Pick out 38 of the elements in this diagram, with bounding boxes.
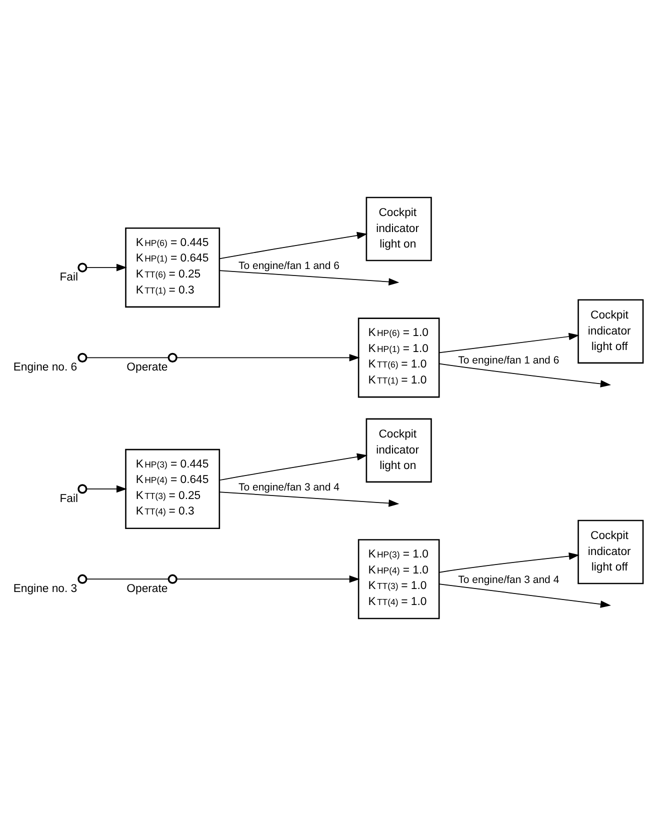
arrow [219,270,400,285]
node-box: Cockpit indicator light on [366,196,432,261]
arrow [438,362,612,387]
node-box: KHP(6) = 1.0 KHP(1) = 1.0 KTT(6) = 1.0 KTT(1) = 1.0 [358,317,440,398]
arrow [219,231,368,259]
node-box: KHP(3) = 0.445 KHP(4) = 0.645 KTT(3) = 0.25 KTT(4) = 0.3 [125,448,220,528]
connector [86,356,169,358]
arrow [438,332,580,353]
edge-label: To engine/fan 1 and 6 [238,259,340,272]
node-box: Cockpit indicator light off [578,519,644,584]
node-box: KHP(6) = 0.445 KHP(1) = 0.645 KTT(6) = 0.25 KTT(1) = 0.3 [125,226,220,308]
node-label: Operate [126,361,168,374]
node-circle [168,352,178,362]
node-label: Operate [126,582,168,595]
arrow [438,583,611,608]
node-circle [168,574,178,584]
arrow [86,263,127,271]
arrow [219,491,400,506]
arrow [438,552,580,572]
connector [86,578,169,580]
node-box: Cockpit indicator light on [366,418,432,482]
edge-label: To engine/fan 3 and 4 [458,574,560,586]
node-box: KHP(3) = 1.0 KHP(4) = 1.0 KTT(3) = 1.0 KTT(4) = 1.0 [358,538,440,619]
node-circle [78,352,88,362]
node-circle [78,484,88,494]
arrow [86,484,127,492]
node-label: Fail [60,492,78,504]
arrow [176,354,360,361]
arrow [176,574,360,582]
arrow [219,452,368,480]
node-label: Fail [60,271,78,284]
node-circle [78,574,88,584]
node-label: Engine no. 6 [13,361,78,374]
node-box: Cockpit indicator light off [578,298,644,364]
edge-label: To engine/fan 3 and 4 [238,480,340,493]
edge-label: To engine/fan 1 and 6 [458,354,560,366]
node-circle [78,262,88,272]
node-label: Engine no. 3 [13,582,78,595]
